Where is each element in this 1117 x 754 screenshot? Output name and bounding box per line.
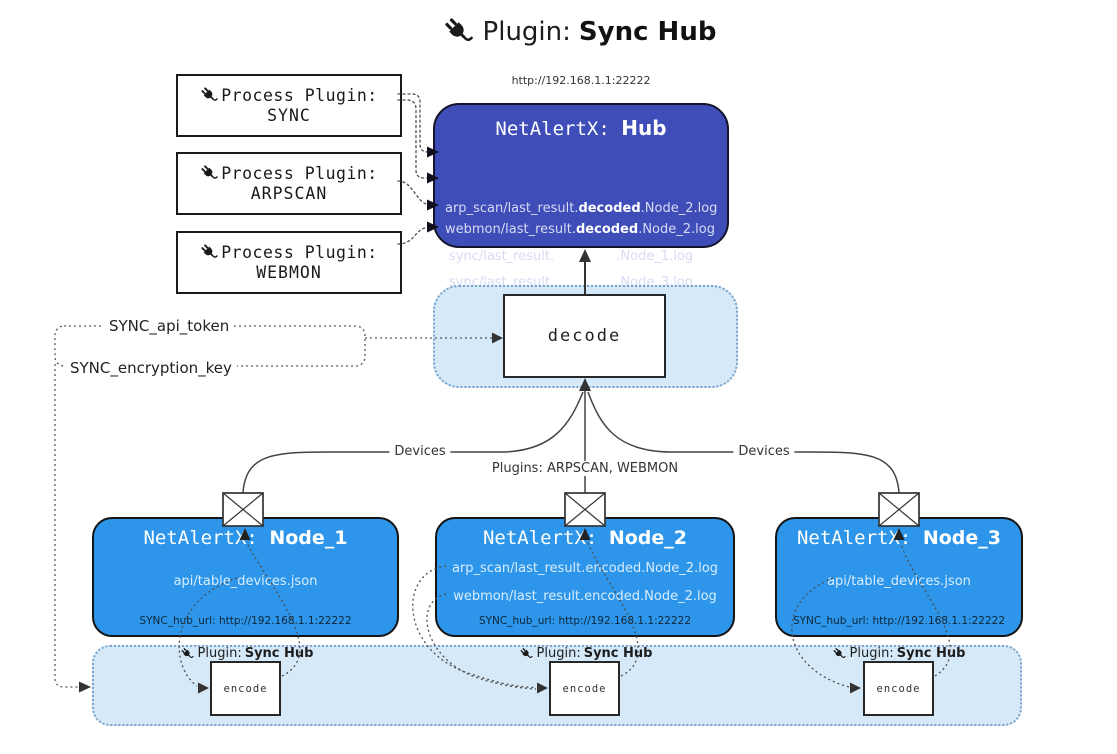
node-title: NetAlertX: Node_3 [777,527,1021,549]
process-plugin-name: SYNC [267,106,311,125]
node-file: webmon/last_result.encoded.Node_2.log [453,589,717,604]
process-plugin-label: Process Plugin: [221,86,378,105]
node-title-prefix: NetAlertX: [143,527,258,549]
node-hub-url: SYNC_hub_url: http://192.168.1.1:22222 [792,615,1006,627]
encoder-plugin-name: Sync Hub [896,646,966,661]
hub-url: http://192.168.1.1:22222 [511,74,651,87]
node-title-name: Node_1 [269,527,348,549]
plug-icon [181,647,195,661]
node-file: arp_scan/last_result.encoded.Node_2.log [451,561,719,576]
hub-entry-pre: arp_scan/last_result. [445,201,579,216]
encode-box: encode [863,661,934,716]
process-plugin-box-webmon: Process Plugin: WEBMON [176,231,402,294]
plugins-label-center: Plugins: ARPSCAN, WEBMON [486,461,684,476]
devices-label-left: Devices [389,444,451,459]
hub-entry-post: .Node_1.log [616,249,694,264]
decode-box: decode [503,294,666,378]
encode-box: encode [549,661,620,716]
hub-entry-mid: decoded [554,249,617,264]
node-title-prefix: NetAlertX: [482,527,598,549]
process-plugin-heading: Process Plugin: [200,164,378,183]
encoder-plugin-name: Sync Hub [244,646,314,661]
encoder-plugin-label: Plugin: Sync Hub [181,646,314,661]
node-hub-url: SYNC_hub_url: http://192.168.1.1:22222 [478,615,692,627]
node-hub-url: SYNC_hub_url: http://192.168.1.1:22222 [139,615,352,627]
node-title: NetAlertX: Node_1 [94,527,397,549]
process-plugin-label: Process Plugin: [221,164,378,183]
title-label-bold: Sync Hub [578,17,717,47]
plug-icon [443,16,475,48]
node-box-node3: NetAlertX: Node_3 api/table_devices.json… [775,517,1023,637]
hub-box: NetAlertX: Hub sync/last_result.decoded.… [433,103,729,290]
encode-box: encode [210,661,281,716]
encoder-plugin-label: Plugin: Sync Hub [833,646,966,661]
node-file: api/table_devices.json [173,574,318,589]
plug-icon [833,647,847,661]
sync-encryption-key-label: SYNC_encryption_key [65,359,237,377]
hub-entry: arp_scan/last_result.decoded.Node_2.log [445,201,717,216]
hub-title: NetAlertX: Hub [435,116,727,140]
process-plugin-name: ARPSCAN [250,184,328,203]
encoder-plugin-label: Plugin: Sync Hub [520,646,653,661]
process-to-hub-wires [397,93,432,245]
plug-icon [200,86,219,105]
page-title: Plugin: Sync Hub [0,16,1117,48]
plug-icon [520,647,534,661]
plug-icon [200,164,219,183]
hub-title-prefix: NetAlertX: [495,118,610,140]
node-box-node1: NetAlertX: Node_1 api/table_devices.json… [92,517,399,637]
node-file: api/table_devices.json [827,574,971,589]
node-title: NetAlertX: Node_2 [437,527,733,549]
encoder-plugin-name: Sync Hub [583,646,653,661]
encoder-plugin-prefix: Plugin: [849,646,894,661]
node-title-name: Node_3 [922,527,1001,549]
node-to-decode-curves [242,390,900,494]
hub-entry-post: .Node_2.log [640,201,718,216]
encoder-plugin-prefix: Plugin: [536,646,581,661]
hub-entry: webmon/last_result.decoded.Node_2.log [445,222,715,237]
process-plugin-name: WEBMON [256,263,322,282]
hub-entry-mid: decoded [578,201,641,216]
node-box-node2: NetAlertX: Node_2 arp_scan/last_result.e… [435,517,735,637]
devices-label-right: Devices [733,444,795,459]
process-plugin-box-arpscan: Process Plugin: ARPSCAN [176,152,402,215]
hub-entry-pre: webmon/last_result. [445,222,576,237]
hub-entry-mid: decoded [575,222,639,237]
encoder-plugin-prefix: Plugin: [197,646,242,661]
process-plugin-box-sync: Process Plugin: SYNC [176,74,402,137]
hub-entry-pre: sync/last_result. [449,249,555,264]
process-plugin-heading: Process Plugin: [200,243,378,262]
hub-entry-post: .Node_2.log [638,222,715,237]
hub-entry: sync/last_result.decoded.Node_1.log [449,249,693,264]
node-title-prefix: NetAlertX: [796,527,912,549]
process-plugin-label: Process Plugin: [221,243,378,262]
title-label: Plugin: [482,17,571,47]
sync-api-token-label: SYNC_api_token [104,317,235,335]
process-plugin-heading: Process Plugin: [200,86,378,105]
node-title-name: Node_2 [608,527,687,549]
arrowhead-into-band [79,681,91,693]
plug-icon [200,243,219,262]
hub-title-name: Hub [621,116,667,140]
